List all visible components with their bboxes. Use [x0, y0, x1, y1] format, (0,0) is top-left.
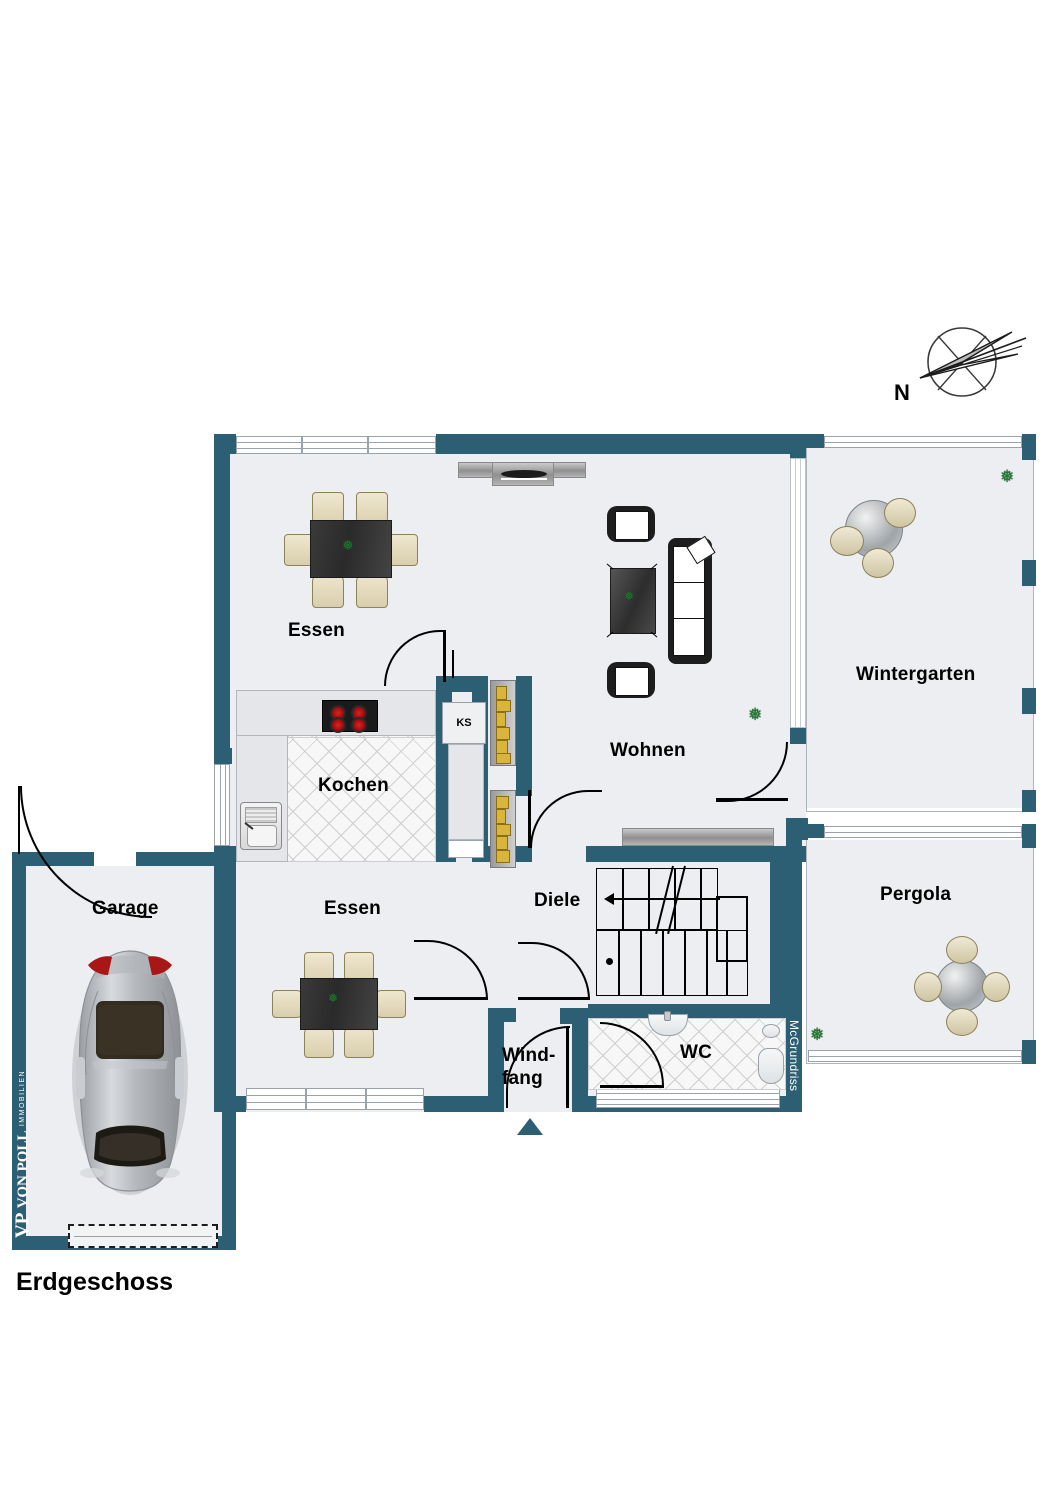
wall-watermark-strip	[786, 1008, 802, 1112]
wc-cistern	[762, 1024, 780, 1038]
room-label-pergola: Pergola	[880, 884, 952, 905]
window-lower-3	[366, 1088, 424, 1110]
corridor-window	[448, 840, 484, 858]
kitchen-tile-floor-a	[270, 734, 436, 862]
wall-windfang-left	[488, 1008, 504, 1112]
pergola-outline	[806, 836, 1034, 1064]
car-icon	[62, 945, 198, 1195]
stove-icon	[322, 700, 378, 733]
room-label-kochen: Kochen	[318, 775, 389, 796]
wall-corridor-right	[516, 676, 532, 796]
wall-left-notch2	[228, 748, 232, 764]
toilet-icon	[758, 1048, 784, 1084]
plant-icon-pergola: ❅	[810, 1025, 825, 1044]
wall-wohnen-right-top	[790, 434, 806, 458]
window-top-2	[302, 436, 368, 454]
window-pergola-bottom	[808, 1050, 1022, 1062]
door-leaf-wc	[600, 1085, 664, 1088]
bookshelf-lower	[490, 790, 516, 868]
watermark-mcgrundriss: McGrundriss	[787, 1020, 801, 1092]
wall-windfang-right	[572, 1008, 588, 1112]
window-pergola-top	[824, 826, 1022, 838]
post-wg-5	[806, 434, 824, 448]
plan-caption: Erdgeschoss	[16, 1268, 174, 1296]
post-wg-1	[1022, 434, 1036, 460]
wall-top-left-stub	[214, 434, 236, 454]
glass-partition-wohnen	[790, 458, 806, 728]
door-leaf-diele-kochen	[528, 790, 531, 848]
window-top-3	[368, 436, 436, 454]
wintergarten-outline	[806, 444, 1034, 812]
wall-wc-top	[588, 1004, 786, 1020]
plant-icon-wintergarten: ❅	[1000, 467, 1015, 486]
room-label-wc: WC	[680, 1042, 713, 1063]
post-pg-2	[1022, 1040, 1036, 1064]
sideboard-tv-unit	[492, 462, 554, 486]
corridor-cabinet	[448, 744, 484, 840]
wall-mid-horizontal-right	[586, 846, 806, 862]
plant-icon-wohnen: ❅	[748, 705, 763, 724]
room-label-diele: Diele	[534, 890, 581, 911]
room-label-wohnen: Wohnen	[610, 740, 686, 761]
compass-north-label: N	[894, 380, 911, 405]
post-wg-3	[1022, 688, 1036, 714]
post-pg-3	[806, 824, 824, 838]
door-leaf-kochen	[443, 630, 446, 682]
room-label-garage: Garage	[92, 898, 159, 919]
wall-windfang-top	[488, 1008, 516, 1022]
garage-door	[68, 1224, 218, 1248]
window-top-1	[236, 436, 302, 454]
room-fill-pergola	[806, 840, 1034, 1062]
wall-wohnen-right-bottom	[790, 728, 806, 744]
post-pg-1	[1022, 824, 1036, 848]
wall-left-notch	[214, 748, 230, 764]
door-leaf-wintergarten	[716, 798, 788, 801]
wall-garage-top-right	[136, 852, 236, 866]
door-leaf-garage	[18, 786, 20, 854]
wall-garage-left	[12, 852, 26, 1250]
wall-pergola-corner	[786, 818, 808, 840]
room-label-essen-lower: Essen	[324, 898, 381, 919]
fridge-ks: KS	[442, 702, 486, 744]
brand-vonpoll: VON POLL	[15, 1130, 31, 1209]
brand-immobilien: IMMOBILIEN	[19, 1069, 26, 1127]
bookshelf-upper	[490, 680, 516, 766]
entrance-arrow-icon	[517, 1118, 543, 1135]
wall-garage-right	[222, 852, 236, 1250]
wall-stair-right	[770, 862, 786, 1004]
post-wg-4	[1022, 790, 1036, 812]
brand-vp: VP	[12, 1212, 33, 1239]
room-fill-wintergarten	[806, 448, 1034, 808]
console-diele	[622, 828, 774, 846]
room-label-wintergarten: Wintergarten	[856, 664, 976, 685]
door-leaf-essen-diele	[414, 997, 488, 1000]
sink-icon	[240, 802, 282, 850]
wall-lower-bottom-mid	[424, 1096, 488, 1112]
door-leaf-diele-windfang	[518, 997, 590, 1000]
window-wintergarten-top	[824, 436, 1022, 448]
corridor-line	[452, 650, 454, 678]
post-wg-2	[1022, 560, 1036, 586]
door-leaf-windfang-entry	[566, 1026, 569, 1108]
wall-top-right	[436, 434, 806, 454]
room-label-essen-upper: Essen	[288, 620, 345, 641]
window-lower-1	[246, 1088, 306, 1110]
wall-upper-left	[214, 434, 230, 764]
window-kitchen-left	[214, 764, 230, 846]
brand-watermark: VP VON POLL IMMOBILIEN	[12, 1060, 33, 1248]
window-lower-2	[306, 1088, 366, 1110]
compass-rose-icon	[890, 310, 1040, 420]
